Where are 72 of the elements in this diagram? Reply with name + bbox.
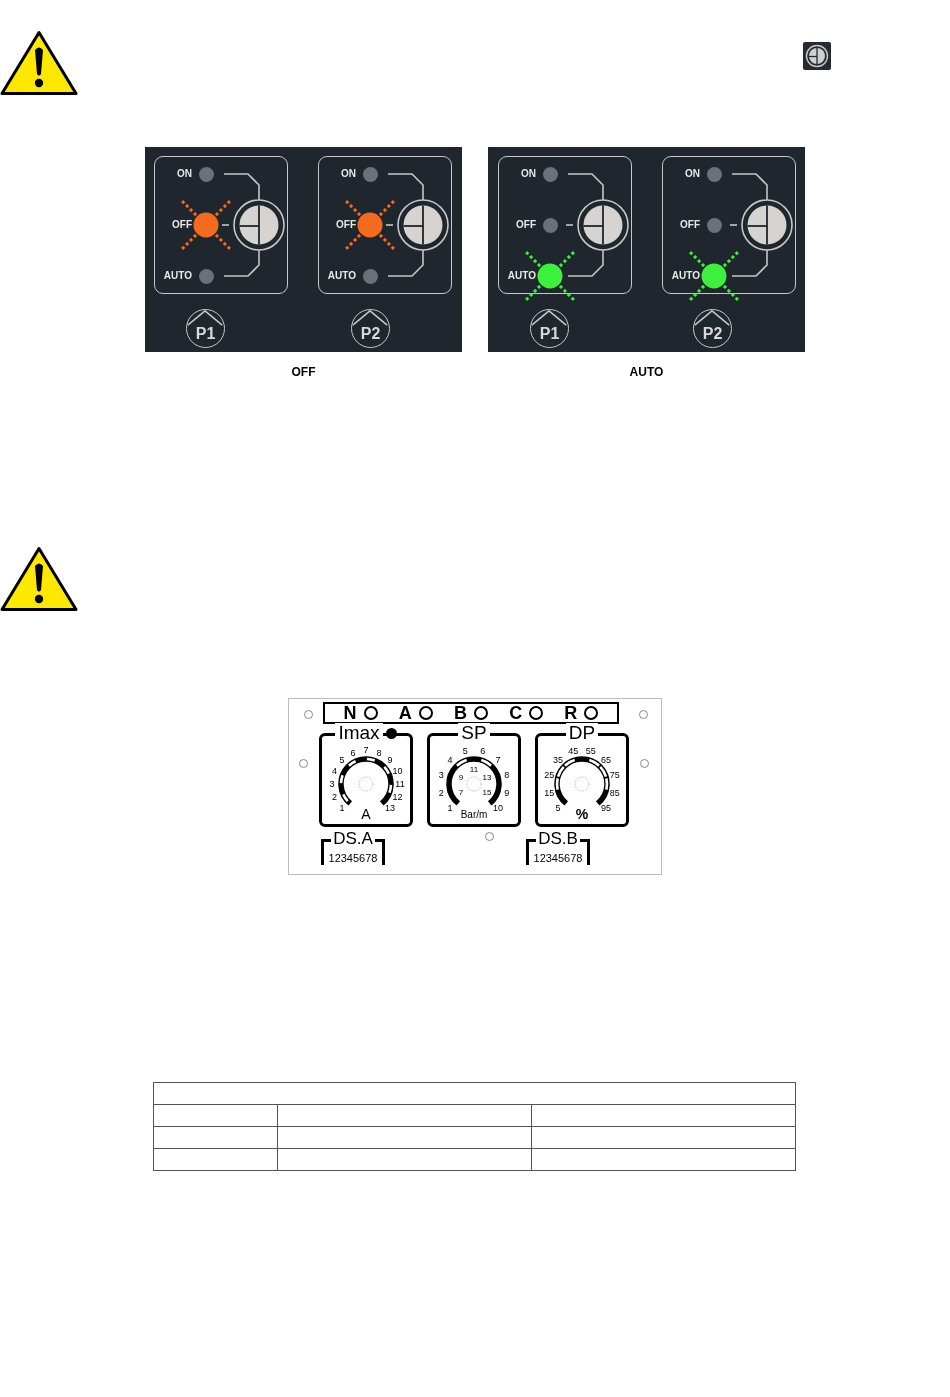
scale-number: 5 — [339, 754, 345, 765]
scale-number: 85 — [609, 787, 620, 798]
pump-label: P2 — [360, 325, 381, 343]
scale-number: 6 — [480, 746, 486, 757]
pump-label: P1 — [195, 325, 216, 343]
mode-label: OFF — [680, 219, 700, 231]
pump-label: P2 — [702, 325, 723, 343]
scale-number: 55 — [585, 746, 596, 757]
scale-number: 75 — [609, 770, 620, 781]
control-board — [288, 698, 662, 875]
scale-number: 65 — [601, 754, 612, 765]
scale-number: 13 — [385, 803, 396, 814]
state-label: AUTO — [629, 365, 664, 379]
led-label: R — [564, 704, 578, 722]
scale-number: 4 — [447, 754, 453, 765]
mode-label: AUTO — [327, 270, 356, 282]
led-label: A — [398, 704, 412, 722]
unit-label: % — [575, 806, 589, 822]
scale-number: 45 — [568, 746, 579, 757]
scale-number: 6 — [350, 747, 356, 758]
scale-number: 9 — [504, 787, 510, 798]
mode-label: ON — [341, 168, 356, 180]
led-strip — [323, 702, 619, 724]
switch-numbers: 12345678 — [533, 852, 583, 864]
scale-number: 95 — [601, 803, 612, 814]
scale-number: 3 — [438, 770, 444, 781]
scale-number: 12 — [392, 792, 403, 802]
scale-number: 1 — [447, 803, 453, 814]
pump-label: P1 — [539, 325, 560, 343]
scale-number: 11 — [469, 764, 479, 774]
scale-number: 5 — [555, 803, 561, 814]
mode-label: OFF — [336, 219, 356, 231]
mode-label: OFF — [516, 219, 536, 231]
switch-numbers: 12345678 — [328, 852, 378, 864]
scale-number: 10 — [493, 803, 504, 814]
scale-number: 7 — [495, 754, 501, 765]
selector-panel — [318, 156, 452, 294]
control-panel-display — [488, 147, 805, 352]
led-label: C — [509, 704, 523, 722]
scale-number: 10 — [392, 766, 403, 776]
mode-label: ON — [685, 168, 700, 180]
mode-label: AUTO — [163, 270, 192, 282]
scale-number: 15 — [482, 787, 492, 796]
scale-number: 5 — [462, 746, 468, 757]
mode-label: ON — [521, 168, 536, 180]
control-panel-display — [145, 147, 462, 352]
mode-label: OFF — [172, 219, 192, 231]
scale-number: 11 — [395, 779, 405, 789]
state-label: OFF — [291, 365, 316, 379]
scale-number: 9 — [458, 772, 464, 781]
scale-number: 2 — [332, 792, 338, 802]
scale-number: 7 — [363, 745, 369, 755]
unit-label: Bar/m — [460, 808, 488, 820]
scale-number: 1 — [339, 803, 345, 814]
scale-number: 9 — [387, 754, 393, 765]
mode-label: AUTO — [671, 270, 700, 282]
scale-number: 35 — [552, 754, 563, 765]
mode-label: ON — [177, 168, 192, 180]
scale-number: 7 — [458, 787, 464, 796]
led-label: B — [453, 704, 467, 722]
led-label: N — [343, 704, 357, 722]
scale-number: 8 — [376, 747, 382, 758]
scale-number: 13 — [482, 772, 492, 781]
scale-number: 25 — [544, 770, 555, 781]
mode-label: AUTO — [507, 270, 536, 282]
scale-number: 15 — [544, 787, 555, 798]
scale-number: 2 — [438, 787, 444, 798]
selector-panel — [154, 156, 288, 294]
unit-label: A — [361, 806, 371, 822]
scale-number: 3 — [329, 779, 335, 789]
scale-number: 8 — [504, 770, 510, 781]
scale-number: 4 — [332, 766, 338, 776]
